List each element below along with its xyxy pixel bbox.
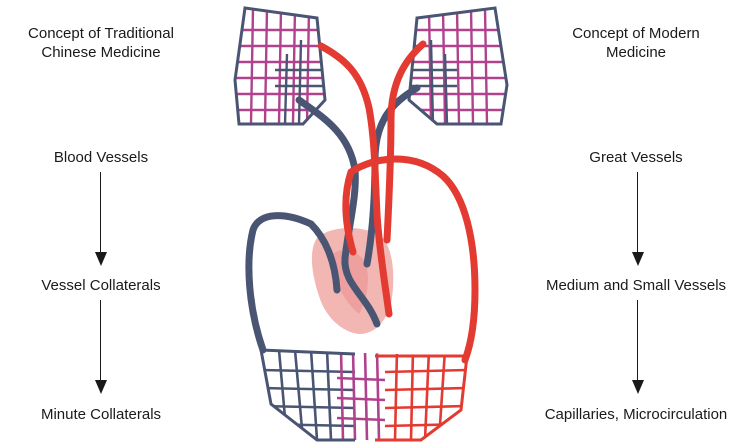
modern-medium-small-vessels-label: Medium and Small Vessels xyxy=(518,276,754,295)
circulation-diagram xyxy=(225,0,525,447)
arterial-capillaries xyxy=(385,350,467,440)
capillary-bed-top-venous xyxy=(261,350,355,354)
systemic-vein-left xyxy=(249,216,311,350)
modern-great-vessels-label: Great Vessels xyxy=(518,148,754,167)
capillary-bed-outline-right xyxy=(375,356,467,440)
right-lung-capillary-mesh xyxy=(409,8,507,124)
right-lung xyxy=(409,8,507,124)
modern-capillaries-label: Capillaries, Microcirculation xyxy=(518,405,754,424)
systemic-capillary-bed xyxy=(261,350,467,440)
tcm-minute-collaterals-label: Minute Collaterals xyxy=(0,405,202,424)
tcm-vessel-collaterals-label: Vessel Collaterals xyxy=(0,276,202,295)
pulmonary-artery-right xyxy=(387,44,423,240)
tcm-blood-vessels-label: Blood Vessels xyxy=(0,148,202,167)
